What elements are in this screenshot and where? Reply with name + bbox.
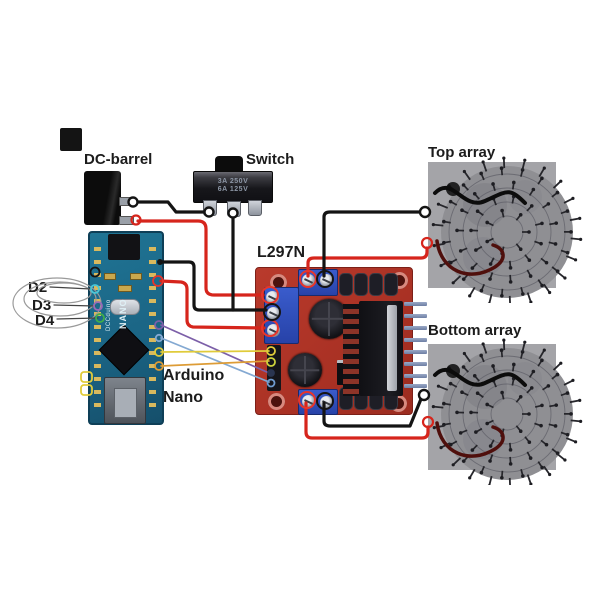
dc-barrel-tab-bottom [119,216,134,225]
arduino-pin-rings [80,259,164,396]
driver-pad [354,273,368,296]
wire-arduino-power [159,279,266,330]
dc-barrel-opening [60,128,82,151]
arduino-smd-component [130,273,142,280]
switch-knob [215,156,243,174]
dc-barrel-jack [84,171,121,225]
driver-chip-legs [343,304,359,396]
arduino-crystal [110,299,140,315]
wire-dcbarrel-to-switch [133,200,205,214]
screw-black-rings [263,270,334,410]
wire-dcbarrel-to-driver [136,219,265,297]
arduino-label-line1: Arduino [163,367,225,384]
driver-right-pin [404,326,427,330]
pin-label-d3: D3 [32,297,52,314]
driver-right-pin [404,374,427,378]
wire-orange-signal [160,360,270,367]
dc-barrel-label: DC-barrel [84,151,153,168]
switch-marking-line1: 3A 250V [217,178,249,185]
driver-right-pin [404,302,427,306]
switch-label: Switch [246,151,295,168]
pin-label-d2: D2 [28,279,48,296]
driver-heatsink-bar [387,305,397,391]
driver-capacitor-small [288,353,322,387]
driver-top-terminal-screw-left [302,274,315,287]
arduino-usb-connector [104,377,146,424]
top-array-photo [425,145,600,303]
arduino-nano-board: DCCduino NANO [88,231,164,425]
driver-right-pin [404,338,427,342]
screw-highlight-rings [261,270,317,409]
driver-pad [369,273,383,296]
black-eyelets [127,196,432,402]
driver-mount-hole [270,274,287,291]
arduino-icsp-header [108,234,140,260]
driver-mount-hole [268,393,285,410]
driver-label: L297N [257,244,306,261]
driver-capacitor-large [309,299,349,339]
top-array-label: Top array [428,144,496,161]
wire-purple-signal [160,324,270,374]
wire-driver-to-top-array-black [322,210,422,278]
pin-callout-ellipses [12,277,102,329]
pin-callout-lines [49,286,99,320]
arduino-left-pin-row [94,247,101,415]
arduino-label-line2: Nano [163,389,203,406]
arduino-usb-slot [114,388,137,418]
driver-left-terminal-screw-middle [267,307,280,320]
driver-right-pin [404,314,427,318]
bottom-array-label: Bottom array [428,322,522,339]
driver-header-pin-rings [266,346,276,388]
driver-right-pin [404,350,427,354]
driver-pad [339,273,353,296]
wire-blue-signal [160,337,270,383]
red-eyelets [130,214,435,429]
wire-arduino-gnd [159,260,268,312]
wire-driver-to-bottom-array-black [322,397,423,428]
wire-driver-to-bottom-array-red [304,401,430,440]
driver-right-pin [404,362,427,366]
driver-right-pin [404,384,427,388]
wire-driver-to-top-array-red [306,246,429,278]
driver-pad [384,273,398,296]
arduino-smd-component [118,285,132,292]
switch-leg-right [248,200,262,216]
arduino-right-pin-row [149,247,156,415]
pin-label-d4: D4 [35,312,55,329]
switch-marking-line2: 6A 125V [217,186,249,193]
bottom-array-photo [425,327,600,485]
wire-yellow-signal [160,350,270,353]
arduino-smd-component [104,273,116,280]
